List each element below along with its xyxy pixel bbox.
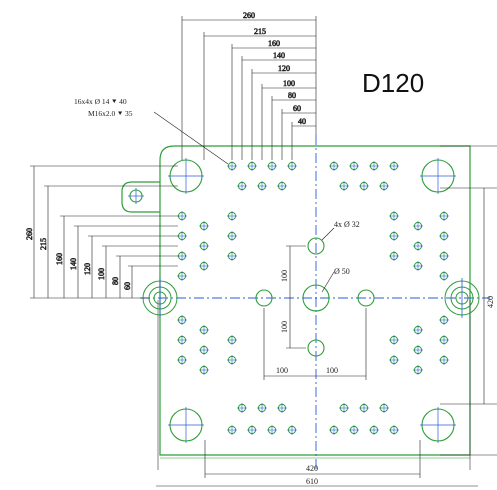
note-line-1: 16x4x Ø 14 ⯆ 40 bbox=[74, 97, 127, 106]
dim-top-label: 160 bbox=[268, 39, 280, 48]
dim-top-label: 80 bbox=[288, 91, 296, 100]
hole-32-top bbox=[307, 237, 325, 255]
dim-left-label: 80 bbox=[111, 277, 120, 285]
hole-32-left bbox=[255, 289, 273, 307]
bottom-dimensions bbox=[156, 440, 478, 487]
center-dimensions bbox=[263, 227, 367, 380]
drawing-title: D120 bbox=[362, 68, 424, 98]
note-line-2: M16x2.0 ⯆ 35 bbox=[88, 109, 133, 118]
dim-top-label: 140 bbox=[273, 51, 285, 60]
dim-420-right: 420 bbox=[486, 296, 495, 308]
right-dimension bbox=[440, 145, 497, 456]
dim-left-label: 260 bbox=[25, 228, 34, 240]
dim-left-label: 60 bbox=[123, 282, 132, 290]
dim-hole-32: 4x Ø 32 bbox=[334, 220, 360, 229]
hole-callout: 16x4x Ø 14 ⯆ 40 M16x2.0 ⯆ 35 bbox=[74, 97, 229, 165]
dim-v-lower: 100 bbox=[280, 321, 289, 333]
center-holes bbox=[255, 237, 375, 357]
hole-32-bottom bbox=[307, 339, 325, 357]
dim-610-bottom: 610 bbox=[306, 477, 318, 486]
centerlines bbox=[140, 135, 490, 470]
dim-top-label: 215 bbox=[254, 27, 266, 36]
dim-top-label: 60 bbox=[293, 104, 301, 113]
tie-bar-holes bbox=[129, 159, 455, 442]
dim-420-bottom: 420 bbox=[306, 464, 318, 473]
dim-left-label: 140 bbox=[69, 258, 78, 270]
hole-32-right bbox=[357, 289, 375, 307]
dim-left-label: 120 bbox=[83, 263, 92, 275]
dim-v-upper: 100 bbox=[280, 270, 289, 282]
dim-top-label: 40 bbox=[298, 117, 306, 126]
center-hole-50 bbox=[302, 284, 330, 312]
dim-left-label: 215 bbox=[39, 238, 48, 250]
dim-left-label: 100 bbox=[97, 268, 106, 280]
dim-hole-50: Ø 50 bbox=[334, 267, 350, 276]
threaded-hole-pattern bbox=[177, 161, 449, 435]
dim-left-label: 160 bbox=[55, 253, 64, 265]
dim-h-right: 100 bbox=[326, 366, 338, 375]
dim-top-label: 120 bbox=[278, 64, 290, 73]
platen-outline bbox=[121, 145, 471, 470]
dim-h-left: 100 bbox=[276, 366, 288, 375]
dim-top-label: 260 bbox=[243, 11, 255, 20]
dim-top-label: 100 bbox=[283, 79, 295, 88]
